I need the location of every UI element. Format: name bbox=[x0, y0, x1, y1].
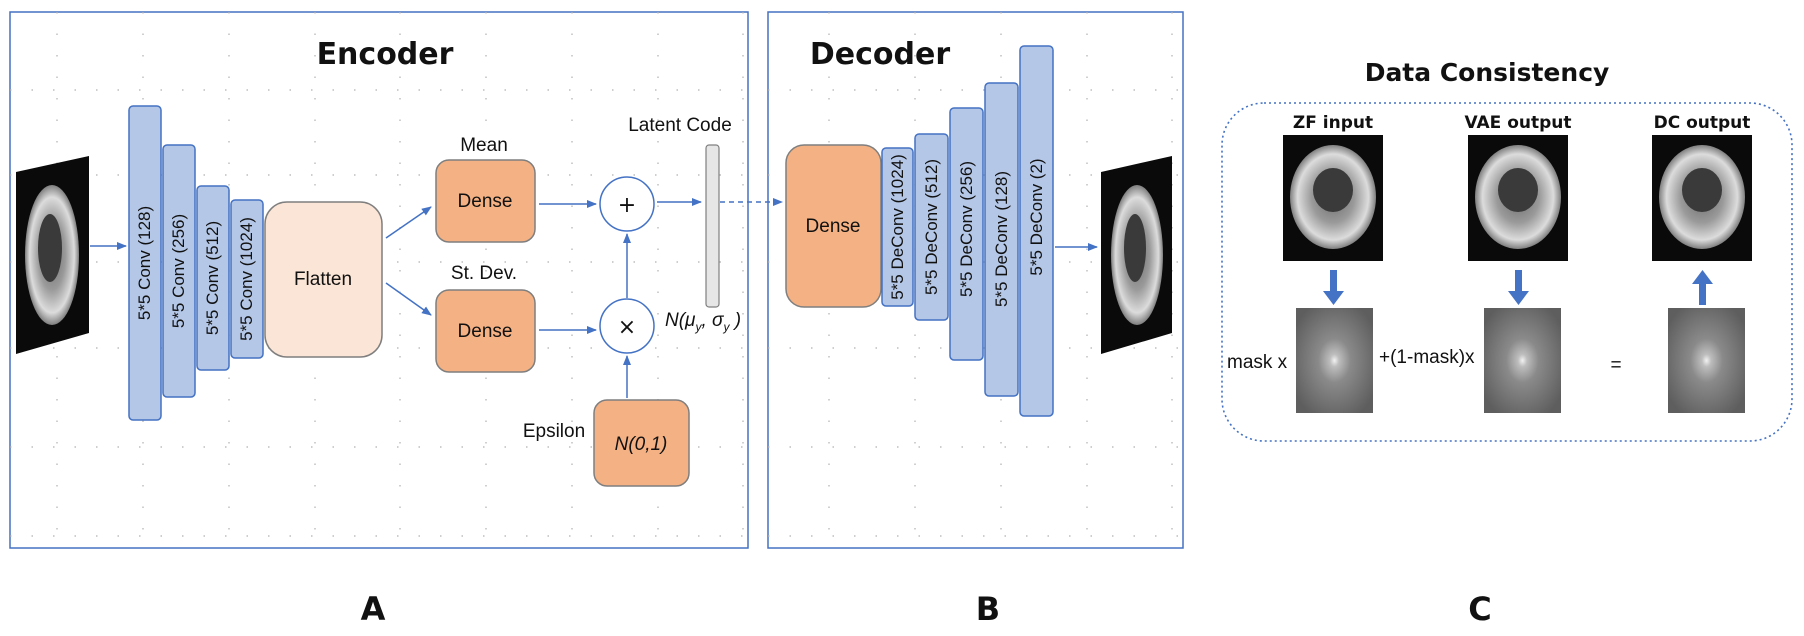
dc-output-label: DC output bbox=[1654, 113, 1751, 133]
arrow-flatten-to-mean bbox=[385, 206, 432, 239]
encoder-input-image bbox=[16, 156, 89, 354]
deconv-layer-5: 5*5 DeConv (2) bbox=[1019, 45, 1054, 417]
deconv-layer-1: 5*5 DeConv (1024) bbox=[881, 147, 914, 307]
deconv-layer-3-label: 5*5 DeConv (256) bbox=[957, 161, 976, 297]
deconv-layer-4-label: 5*5 DeConv (128) bbox=[992, 171, 1011, 307]
inverse-mask-label: +(1-mask)x bbox=[1379, 347, 1475, 368]
stdev-dense-label: Dense bbox=[458, 321, 513, 342]
vae-kspace-image bbox=[1484, 308, 1561, 413]
zf-input-label: ZF input bbox=[1293, 113, 1373, 133]
zf-input-image bbox=[1283, 135, 1383, 261]
dc-output-image bbox=[1652, 135, 1752, 261]
deconv-layer-5-label: 5*5 DeConv (2) bbox=[1027, 158, 1046, 275]
conv-layer-2: 5*5 Conv (256) bbox=[162, 144, 196, 398]
deconv-layer-2: 5*5 DeConv (512) bbox=[914, 133, 949, 321]
conv-layer-4-label: 5*5 Conv (1024) bbox=[237, 217, 256, 341]
deconv-layer-4: 5*5 DeConv (128) bbox=[984, 82, 1019, 397]
dc-up-arrow bbox=[1692, 270, 1713, 305]
zf-kspace-image bbox=[1296, 308, 1373, 413]
conv-layer-3: 5*5 Conv (512) bbox=[196, 185, 230, 371]
vae-down-arrow bbox=[1508, 270, 1529, 305]
dc-kspace-image bbox=[1668, 308, 1745, 413]
noise-label: N(0,1) bbox=[615, 434, 668, 455]
zf-down-arrow bbox=[1323, 270, 1344, 305]
conv-layer-4: 5*5 Conv (1024) bbox=[230, 199, 264, 359]
dc-title: Data Consistency bbox=[1365, 58, 1610, 87]
dc-frame bbox=[1221, 102, 1793, 442]
mean-dense-block: Dense bbox=[435, 159, 536, 243]
plus-operator: + bbox=[599, 176, 655, 232]
vae-output-label: VAE output bbox=[1465, 113, 1572, 133]
decoder-frame bbox=[767, 11, 1184, 549]
conv-layer-2-label: 5*5 Conv (256) bbox=[169, 214, 188, 328]
panel-letter-c: C bbox=[1468, 590, 1491, 628]
vae-output-image bbox=[1468, 135, 1568, 261]
distribution-label: N(μy, σy ) bbox=[665, 310, 741, 334]
mean-dense-label: Dense bbox=[458, 191, 513, 212]
stdev-dense-block: Dense bbox=[435, 289, 536, 373]
decoder-output-image bbox=[1101, 156, 1172, 354]
plus-symbol: + bbox=[618, 193, 636, 218]
equals-label: = bbox=[1610, 355, 1621, 376]
mask-label: mask x bbox=[1227, 352, 1288, 373]
deconv-layer-2-label: 5*5 DeConv (512) bbox=[922, 159, 941, 295]
decoder-dense-block: Dense bbox=[785, 144, 882, 308]
flatten-label: Flatten bbox=[294, 269, 352, 290]
data-consistency-panel: Data Consistency ZF input VAE output DC … bbox=[1221, 58, 1793, 442]
decoder-dense-label: Dense bbox=[806, 216, 861, 237]
decoder-panel: Decoder Dense 5*5 DeConv (1024) 5*5 DeCo… bbox=[767, 11, 1184, 549]
times-symbol: × bbox=[618, 315, 636, 340]
stdev-label: St. Dev. bbox=[451, 263, 517, 284]
decoder-title: Decoder bbox=[810, 37, 950, 72]
encoder-panel: Encoder 5*5 Conv (128) 5*5 Conv (256) 5*… bbox=[9, 11, 749, 549]
panel-letter-b: B bbox=[976, 590, 1000, 628]
noise-dense-block: N(0,1) bbox=[593, 399, 690, 487]
encoder-title: Encoder bbox=[317, 37, 454, 72]
mean-label: Mean bbox=[460, 135, 508, 156]
panel-letter-a: A bbox=[361, 590, 386, 628]
arrow-flatten-to-stdev bbox=[385, 282, 432, 316]
deconv-layer-3: 5*5 DeConv (256) bbox=[949, 107, 984, 361]
latent-code-label: Latent Code bbox=[628, 115, 732, 136]
conv-layer-1-label: 5*5 Conv (128) bbox=[135, 206, 154, 320]
latent-code-bar bbox=[705, 144, 720, 308]
deconv-layer-1-label: 5*5 DeConv (1024) bbox=[888, 154, 907, 300]
flatten-block: Flatten bbox=[264, 201, 383, 358]
epsilon-label: Epsilon bbox=[523, 421, 585, 442]
conv-layer-3-label: 5*5 Conv (512) bbox=[203, 221, 222, 335]
conv-layer-1: 5*5 Conv (128) bbox=[128, 105, 162, 421]
times-operator: × bbox=[599, 298, 655, 354]
